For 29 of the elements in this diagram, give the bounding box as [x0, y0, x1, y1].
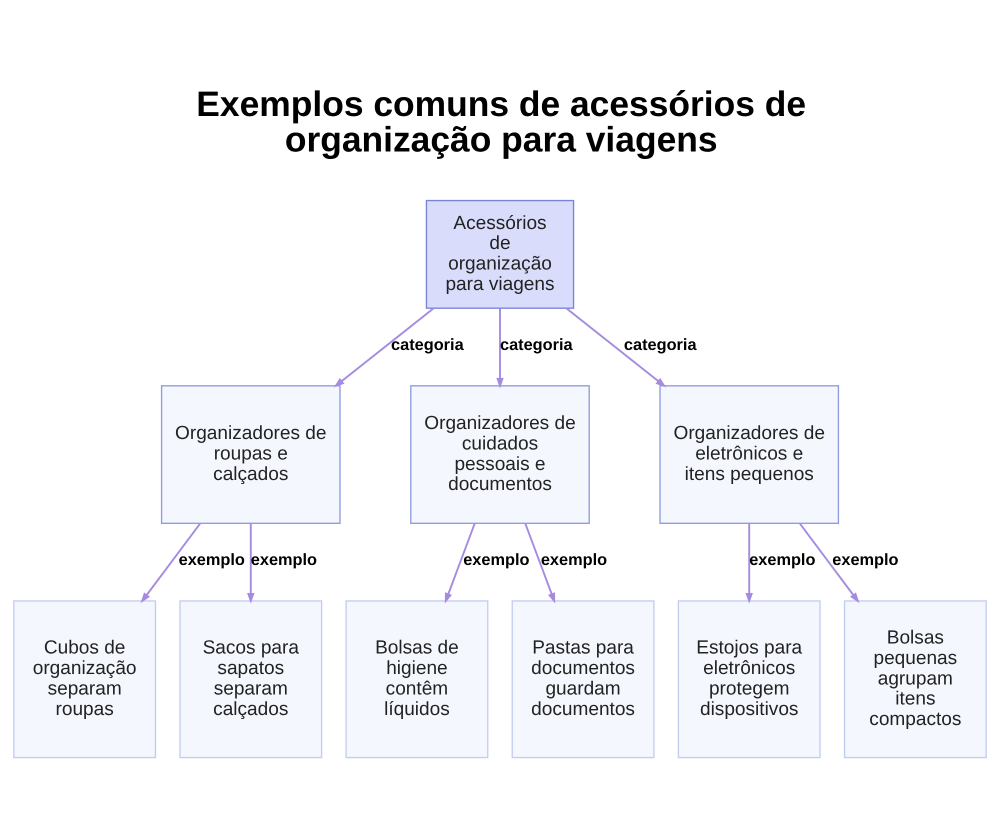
- node-box: Bolsas pequenas agrupam itens compactos: [844, 600, 987, 758]
- node-box: Acessórios de organização para viagens: [426, 199, 574, 308]
- edge-label: categoria: [500, 335, 573, 354]
- node-box: Cubos de organização separam roupas: [13, 600, 156, 758]
- arrow: [496, 308, 504, 388]
- arrow: [745, 523, 753, 604]
- node-box: Organizadores de roupas e calçados: [160, 384, 341, 524]
- edge-label: categoria: [391, 335, 464, 354]
- arrow: [566, 307, 666, 387]
- node-box: Estojos para eletrônicos protegem dispositivos: [678, 600, 821, 758]
- arrow: [140, 522, 201, 603]
- node-box: Organizadores de cuidados pessoais e documentos: [410, 384, 590, 524]
- node-box: Organizadores de eletrônicos e itens pequenos: [659, 384, 840, 524]
- arrow: [444, 522, 476, 603]
- edge-label: exemplo: [250, 550, 318, 568]
- edge-label: exemplo: [463, 550, 530, 568]
- arrow: [524, 522, 556, 603]
- edge-label: exemplo: [832, 550, 899, 568]
- edge-label: exemplo: [178, 550, 245, 568]
- edge-label: categoria: [624, 335, 697, 354]
- diagram-title: Exemplos comuns de acessórios de organização para viagens: [196, 83, 806, 159]
- arrow: [799, 522, 860, 603]
- arrow: [334, 307, 434, 387]
- edge-label: exemplo: [749, 550, 816, 568]
- node-box: Pastas para documentos guardam documentos: [512, 600, 655, 758]
- edge-label: exemplo: [540, 550, 608, 568]
- node-box: Bolsas de higiene contêm líquidos: [345, 600, 488, 758]
- node-box: Sacos para sapatos separam calçados: [179, 600, 322, 758]
- arrow: [247, 523, 255, 604]
